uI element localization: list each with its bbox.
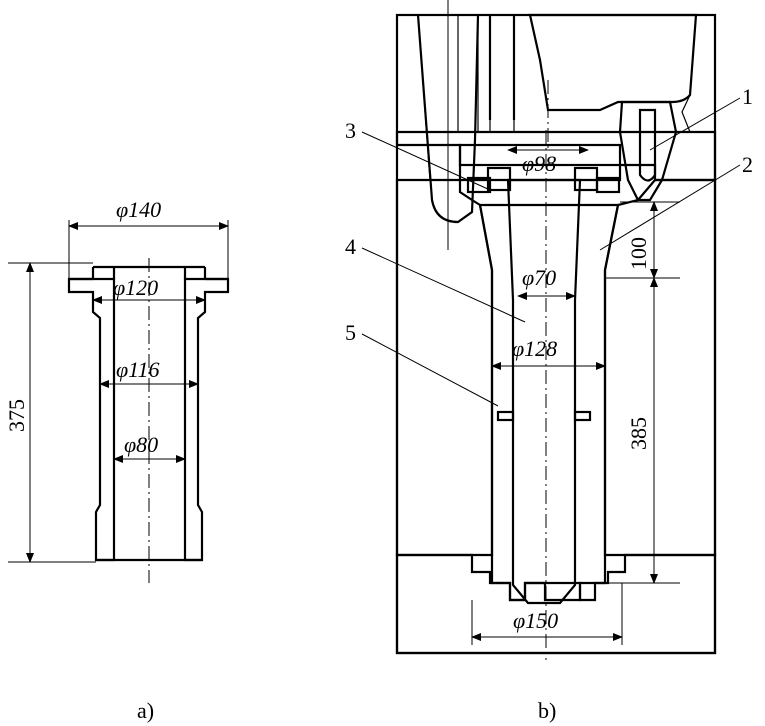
leader-5 [361,333,499,407]
riser-insert [638,108,657,182]
dim-d70: φ70 [522,265,556,290]
bottom-board [395,553,717,655]
leader-1 [649,97,741,151]
upper-flask-center [489,14,515,133]
upper-flask-right [681,14,716,133]
dim-100: 100 [626,237,651,270]
pouring-cup [528,13,698,112]
part-label-1: 1 [742,84,753,109]
chill-left [496,410,515,422]
drag-right [603,178,717,557]
dim-d98: φ98 [522,151,556,176]
dim-d140: φ140 [116,197,161,222]
top-plate [458,143,622,167]
leader-3 [361,131,491,191]
part-label-2: 2 [742,152,753,177]
dim-d116: φ116 [116,357,160,382]
sand-core [506,178,582,605]
part-label-5: 5 [345,320,356,345]
dim-d80: φ80 [124,432,158,457]
dim-d120: φ120 [113,275,158,300]
figure-a: φ140 φ120 φ116 φ80 375 a) [4,197,230,723]
dim-375: 375 [4,399,29,432]
caption-b: b) [538,698,556,723]
leader-2 [599,164,741,251]
clamp-right [595,176,621,194]
part-label-3: 3 [345,118,356,143]
caption-a: a) [137,698,154,723]
dim-d128: φ128 [512,336,557,361]
mold-cavity [478,203,620,602]
clamp-left [466,176,492,194]
dim-385: 385 [626,417,651,450]
part-label-4: 4 [345,234,356,259]
leader-4 [361,247,526,323]
sleeve-left-wall [67,277,116,562]
dim-d150: φ150 [513,608,558,633]
sprue-channel [416,14,480,224]
sleeve-right-wall [183,277,230,562]
chill-right [573,410,592,422]
figure-b: φ98 φ70 φ128 φ150 100 385 1 2 3 4 5 b) [345,0,753,723]
drag-left [395,178,494,557]
riser-1 [618,100,678,202]
